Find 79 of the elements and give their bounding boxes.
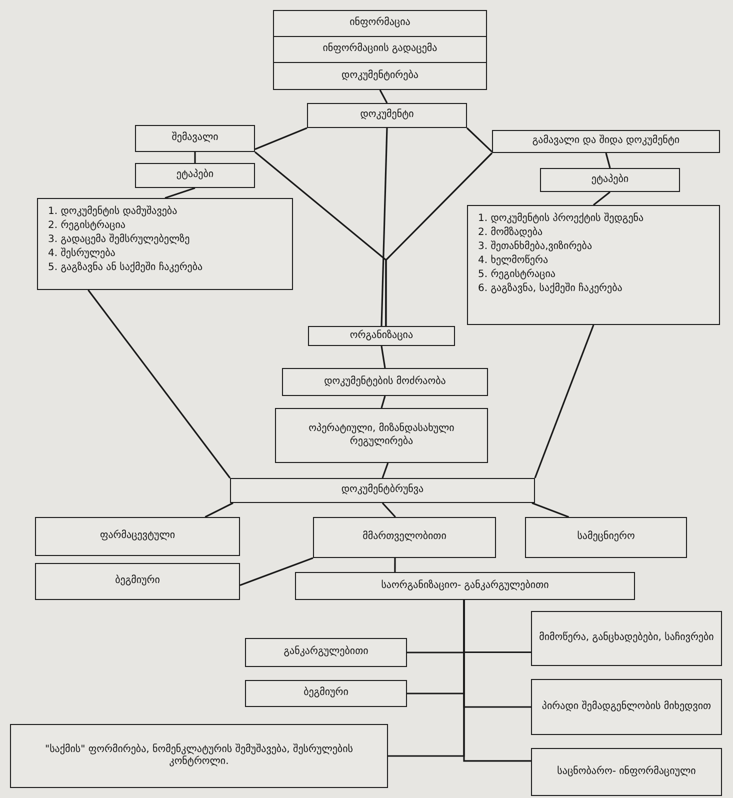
process-box (35, 517, 240, 556)
connector-line (164, 187, 196, 199)
box-label: გამავალი და შიდა დოკუმენტი (532, 135, 680, 148)
connector-line (382, 502, 396, 518)
box-label: ინფორმაციის გადაცემა (322, 43, 438, 56)
process-box (307, 103, 467, 128)
list-item: 2. რეგისტრაცია (48, 219, 126, 233)
box-label: მიმოწერა, განცხადებები, საჩივრები (539, 632, 714, 645)
connector-line (204, 502, 234, 518)
process-box (245, 638, 407, 667)
connector-line (194, 152, 196, 163)
process-box (273, 37, 487, 63)
list-item: 1. დოკუმენტის პროექტის შედგენა (478, 212, 644, 226)
process-box (135, 163, 255, 188)
box-label: ორგანიზაცია (350, 330, 414, 342)
process-box (245, 680, 407, 707)
connector-line (463, 600, 531, 762)
process-box (531, 748, 722, 796)
box-label: განკარგულებითი (284, 646, 368, 659)
box-label: დოკუმენტბრუნვა (341, 484, 424, 497)
box-label: შემავალი (172, 132, 218, 145)
list-box (37, 198, 293, 290)
box-label: სამეცნიერო (577, 531, 635, 544)
list-item: 2. მომზადება (478, 226, 543, 240)
list-item: 5. გაგზავნა ან საქმეში ჩაკერება (48, 261, 203, 275)
list-item: 3. გადაცემა შემსრულებელზე (48, 233, 190, 247)
process-box (308, 326, 455, 346)
connector-line (605, 152, 611, 168)
connector-line (254, 127, 308, 150)
process-box (313, 517, 496, 558)
connector-line (240, 557, 314, 586)
process-box (230, 478, 535, 503)
box-label: "საქმის" ფორმირება, ნომენკლატურის შემუშავება, შესრულების კონტროლი. (44, 744, 354, 768)
box-label: დოკუმენტების მოძრაობა (324, 376, 446, 388)
process-box (540, 168, 680, 192)
connector-line (382, 462, 389, 478)
process-box (275, 408, 488, 463)
connector-line (534, 324, 594, 478)
process-box (135, 125, 255, 152)
list-item: 4. შესრულება (48, 247, 116, 261)
connector-line (385, 152, 493, 326)
box-label: ბეგმიური (115, 575, 160, 588)
process-box (492, 130, 720, 153)
list-item: 1. დოკუმენტის დამუშავება (48, 205, 178, 219)
connector-line (394, 558, 396, 572)
process-box (531, 679, 722, 735)
connector-line (380, 128, 388, 326)
box-label: მმართველობითი (362, 531, 446, 544)
process-box (525, 517, 687, 558)
process-box (35, 563, 240, 600)
process-box (10, 724, 388, 788)
connector-line (532, 502, 570, 518)
connector-line (380, 346, 386, 368)
connector-line (380, 396, 386, 408)
box-label: დოკუმენტირება (342, 70, 418, 82)
list-item: 6. გაგზავნა, საქმეში ჩაკერება (478, 282, 622, 296)
list-item: 4. ხელმოწერა (478, 254, 548, 268)
connector-line (593, 191, 610, 206)
connector-line (466, 127, 493, 152)
box-label: ბეგმიური (304, 687, 348, 700)
list-item: 5. რეგისტრაცია (478, 268, 556, 282)
box-label: დოკუმენტი (360, 109, 414, 122)
process-box (273, 63, 487, 90)
list-box (467, 205, 720, 325)
box-label: პირადი შემადგენლობის მიხედვით (542, 700, 712, 714)
box-label: ინფორმაცია (350, 17, 410, 30)
process-box (282, 368, 488, 396)
process-box (531, 611, 722, 666)
box-label: ეტაპები (591, 174, 629, 186)
box-label: საცნობარო- ინფორმაციული (557, 766, 696, 778)
process-box (273, 10, 487, 37)
connector-line (88, 290, 231, 478)
box-label: ეტაპები (176, 169, 214, 182)
box-label: ოპერატიული, მიზანდასახული რეგულირება (308, 423, 456, 448)
box-label: ფარმაცევტული (100, 530, 176, 543)
box-label: საორგანიზაციო- განკარგულებითი (381, 580, 549, 592)
process-box (295, 572, 635, 600)
connector-line (379, 90, 388, 104)
list-item: 3. შეთანხმება,ვიზირება (478, 240, 592, 254)
